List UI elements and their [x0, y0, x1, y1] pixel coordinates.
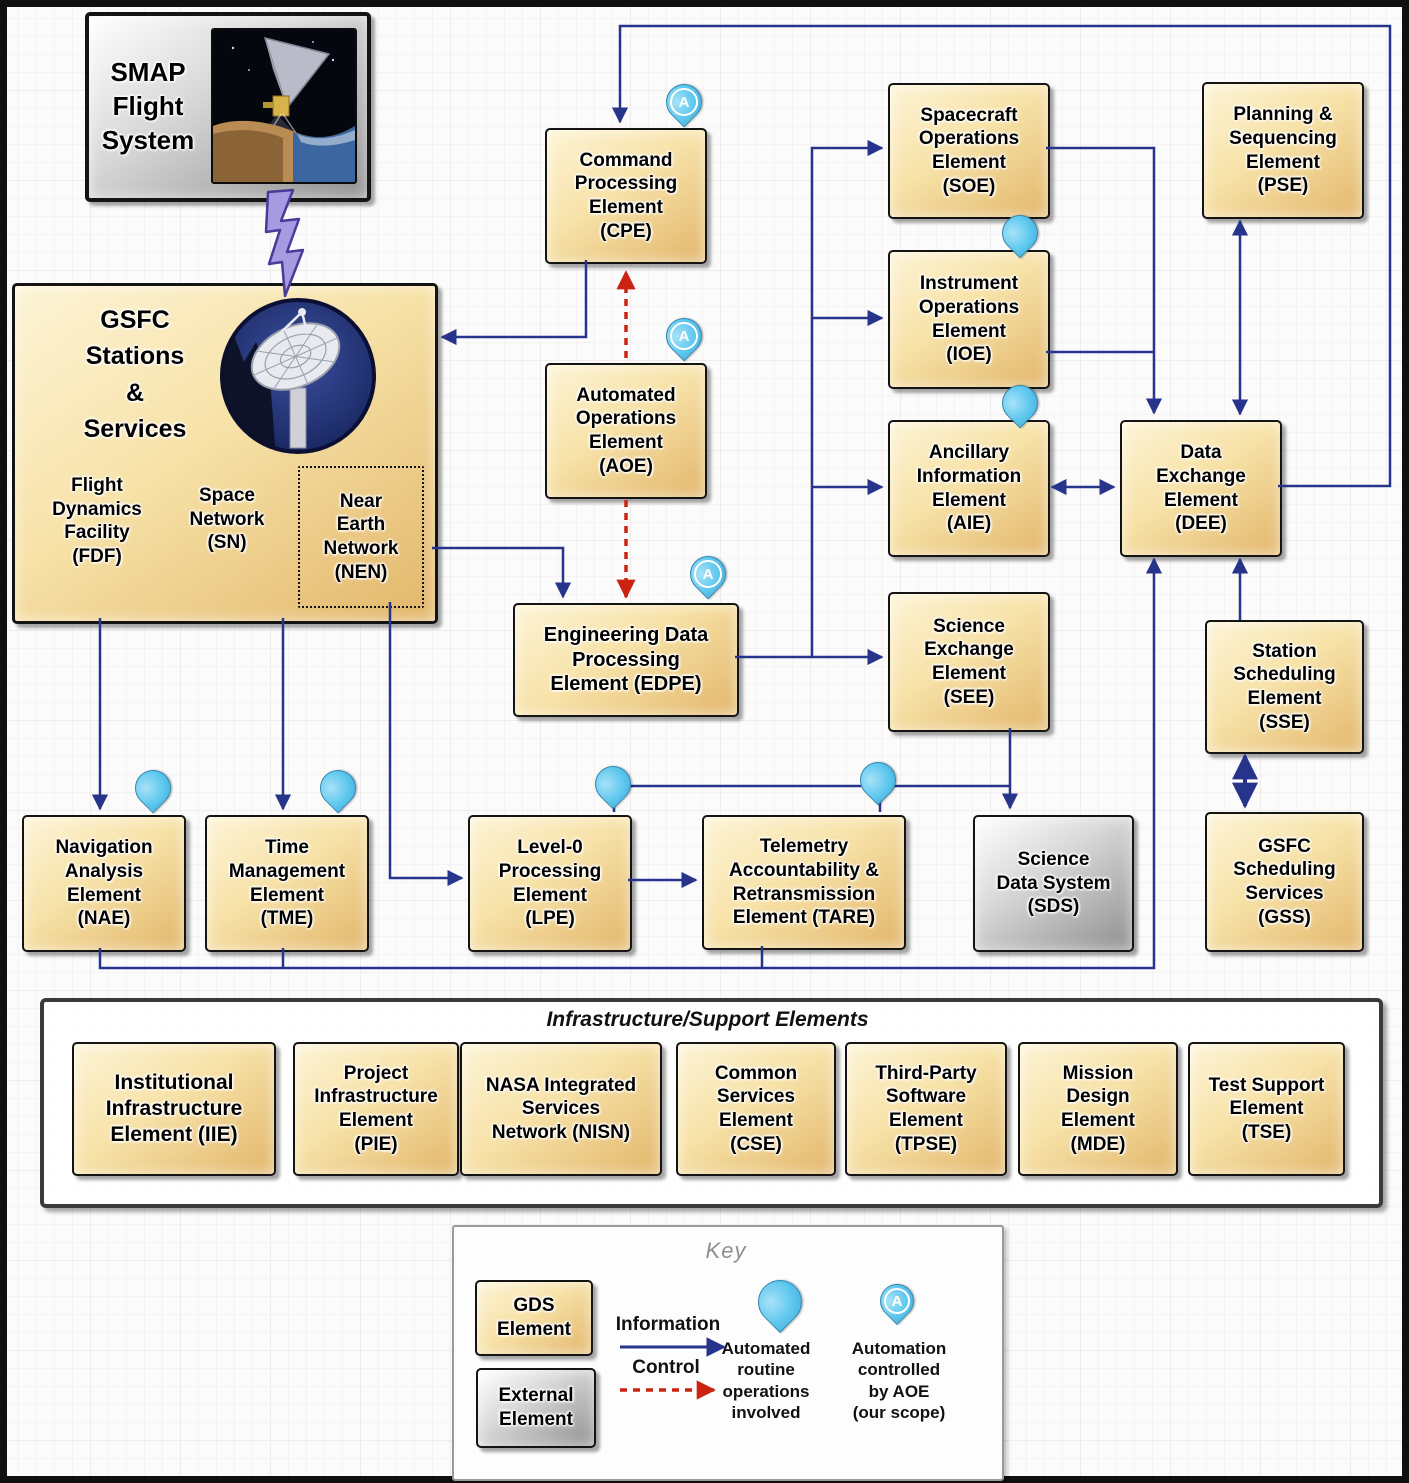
node-see-label: Science Exchange Element (SEE): [924, 615, 1014, 708]
node-mde: Mission Design Element (MDE): [1018, 1042, 1178, 1176]
node-sds: Science Data System (SDS): [973, 815, 1134, 952]
node-tse-label: Test Support Element (TSE): [1208, 1074, 1325, 1143]
key-automated-pin-text: Automated routine operations involved: [721, 1339, 811, 1422]
node-nae-label: Navigation Analysis Element (NAE): [55, 837, 153, 930]
key-information-label: Information: [615, 1314, 721, 1335]
node-edpe-label: Engineering Data Processing Element (EDP…: [543, 623, 709, 696]
node-lpe: Level-0 Processing Element (LPE): [468, 815, 632, 952]
node-smap-flight-system: SMAP Flight System: [85, 12, 371, 202]
key-aoe-pin-text: Automation controlled by AOE (our scope): [851, 1339, 947, 1422]
node-nae: Navigation Analysis Element (NAE): [22, 815, 186, 952]
connector-gsfc-to-edpe: [432, 546, 572, 599]
key-external-element-box: External Element: [476, 1368, 596, 1448]
node-aoe-label: Automated Operations Element (AOE): [575, 384, 677, 477]
node-aie: Ancillary Information Element (AIE): [888, 420, 1050, 557]
node-cse: Common Services Element (CSE): [676, 1042, 836, 1176]
antenna-illustration: [220, 298, 376, 454]
node-tpse: Third-Party Software Element (TPSE): [845, 1042, 1007, 1176]
node-ioe: Instrument Operations Element (IOE): [888, 250, 1050, 389]
satellite-illustration: [213, 30, 355, 182]
node-gss: GSFC Scheduling Services (GSS): [1205, 812, 1364, 952]
key-title: Key: [705, 1238, 747, 1263]
node-aie-label: Ancillary Information Element (AIE): [916, 442, 1022, 535]
node-sse: Station Scheduling Element (SSE): [1205, 620, 1364, 754]
edpe-automation-pin-icon: A: [682, 548, 734, 600]
node-tare-label: Telemetry Accountability & Retransmissio…: [729, 836, 879, 929]
key-gds-element-box: GDS Element: [475, 1280, 593, 1356]
node-gsfc-title: GSFC Stations & Services: [83, 306, 187, 443]
lpe-automated-pin-icon: [587, 758, 639, 810]
connector-cpe-to-gsfc: [440, 260, 588, 346]
connector-soe-to-dee: [1046, 146, 1163, 415]
connector-lpe-see-to-sds: [612, 784, 1019, 812]
node-tme-label: Time Management Element (TME): [228, 837, 346, 930]
node-tse: Test Support Element (TSE): [1188, 1042, 1345, 1176]
aoe-pin-letter: A: [670, 322, 698, 350]
node-gsfc-stations-services: GSFC Stations & Services: [12, 283, 438, 624]
tme-automated-pin-icon: [312, 762, 364, 814]
node-iie: Institutional Infrastructure Element (II…: [72, 1042, 276, 1176]
cpe-pin-letter: A: [670, 88, 698, 116]
node-smap-flight-system-label: SMAP Flight System: [101, 57, 195, 155]
node-mde-label: Mission Design Element (MDE): [1061, 1062, 1135, 1155]
node-cpe-label: Command Processing Element (CPE): [574, 149, 678, 242]
node-tpse-label: Third-Party Software Element (TPSE): [875, 1062, 977, 1155]
infrastructure-title: Infrastructure/Support Elements: [546, 1008, 869, 1031]
tare-automated-pin-icon: [852, 754, 904, 806]
node-iie-label: Institutional Infrastructure Element (II…: [105, 1070, 243, 1147]
cpe-automation-pin-icon: A: [658, 76, 710, 128]
node-tme: Time Management Element (TME): [205, 815, 369, 952]
node-cse-label: Common Services Element (CSE): [714, 1062, 798, 1155]
edpe-pin-letter: A: [694, 560, 722, 588]
key-gds-element-label: GDS Element: [497, 1295, 571, 1340]
node-pie: Project Infrastructure Element (PIE): [293, 1042, 459, 1176]
lightning-bolt-icon: [264, 188, 305, 298]
gsfc-sn-label: Space Network (SN): [189, 485, 265, 554]
key-control-label: Control: [632, 1357, 700, 1378]
node-pse-label: Planning & Sequencing Element (PSE): [1229, 104, 1337, 197]
node-dee: Data Exchange Element (DEE): [1120, 420, 1282, 557]
connector-nen-to-lpe: [388, 602, 464, 887]
node-sse-label: Station Scheduling Element (SSE): [1233, 640, 1336, 733]
key-aoe-pin-letter: A: [884, 1288, 910, 1314]
node-cpe: Command Processing Element (CPE): [545, 128, 707, 264]
node-pie-label: Project Infrastructure Element (PIE): [314, 1062, 438, 1155]
key-external-element-label: External Element: [498, 1385, 574, 1430]
node-edpe: Engineering Data Processing Element (EDP…: [513, 603, 739, 717]
node-nisn: NASA Integrated Services Network (NISN): [460, 1042, 662, 1176]
nae-automated-pin-icon: [127, 762, 179, 814]
node-ioe-label: Instrument Operations Element (IOE): [918, 273, 1020, 366]
gsfc-nen-box: Near Earth Network (NEN): [298, 466, 424, 608]
node-see: Science Exchange Element (SEE): [888, 592, 1050, 732]
aoe-automation-pin-icon: A: [658, 310, 710, 362]
node-gss-label: GSFC Scheduling Services (GSS): [1233, 835, 1336, 928]
gsfc-nen-label: Near Earth Network (NEN): [323, 490, 399, 583]
node-nisn-label: NASA Integrated Services Network (NISN): [485, 1074, 637, 1143]
node-aoe: Automated Operations Element (AOE): [545, 363, 707, 499]
connector-edpe-bus-to-soe: [735, 139, 884, 659]
node-soe: Spacecraft Operations Element (SOE): [888, 83, 1050, 219]
node-lpe-label: Level-0 Processing Element (LPE): [498, 837, 602, 930]
node-dee-label: Data Exchange Element (DEE): [1156, 442, 1246, 535]
node-pse: Planning & Sequencing Element (PSE): [1202, 82, 1364, 219]
node-sds-label: Science Data System (SDS): [996, 849, 1111, 918]
node-tare: Telemetry Accountability & Retransmissio…: [702, 815, 906, 950]
gsfc-fdf-label: Flight Dynamics Facility (FDF): [52, 475, 142, 567]
antenna-image: [218, 296, 378, 456]
satellite-image: [211, 28, 357, 184]
node-soe-label: Spacecraft Operations Element (SOE): [918, 104, 1020, 197]
